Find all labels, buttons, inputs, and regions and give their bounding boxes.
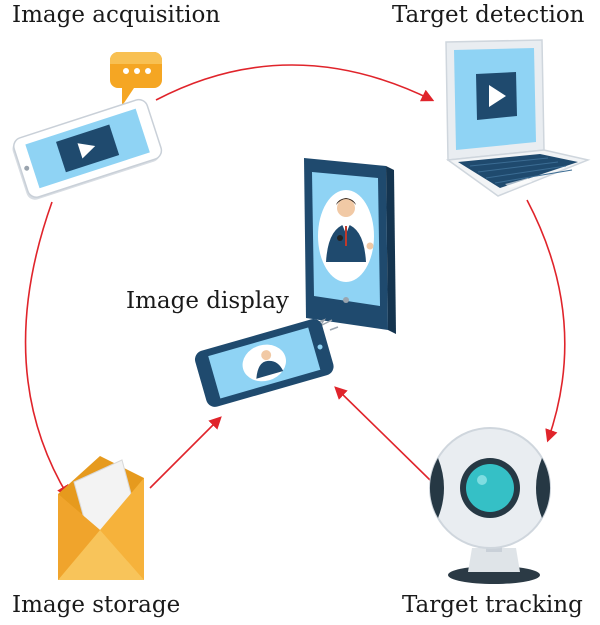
display-phone-icon	[194, 319, 334, 407]
edge-storage-to-display	[149, 416, 222, 489]
label-target-detection: Target detection	[392, 2, 585, 28]
edge-tracking-to-display	[334, 386, 431, 481]
edge-acquisition-to-storage	[24, 201, 70, 499]
tablet-icon	[304, 158, 396, 334]
chat-bubble-icon	[110, 52, 162, 106]
smartphone-with-chat-bubble-icon	[12, 52, 163, 200]
label-target-tracking: Target tracking	[402, 592, 583, 618]
edge-detection-to-tracking	[526, 199, 566, 443]
laptop-icon	[445, 39, 591, 197]
edge-acquisition-to-detection	[155, 64, 435, 102]
envelope-icon	[58, 456, 144, 580]
edges	[24, 64, 566, 499]
tablet-and-phone-icon	[194, 158, 396, 407]
label-image-display: Image display	[126, 288, 289, 314]
label-image-acquisition: Image acquisition	[12, 2, 221, 28]
label-image-storage: Image storage	[12, 592, 181, 618]
webcam-icon	[429, 427, 551, 584]
